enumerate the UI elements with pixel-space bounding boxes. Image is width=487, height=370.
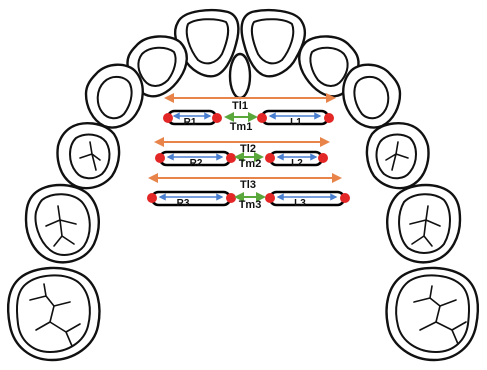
l3-right-dot <box>340 193 350 203</box>
incisive-papilla <box>230 54 250 98</box>
tl3-label: Tl3 <box>240 179 256 191</box>
tooth-upper-left-central-incisor <box>242 10 305 76</box>
l2-left-dot <box>265 153 275 163</box>
r2-label: R2 <box>190 158 203 169</box>
tooth-upper-right-first-molar <box>8 268 99 360</box>
tooth-upper-right-canine <box>86 65 143 128</box>
l2-label: L2 <box>291 158 303 169</box>
l2-right-dot <box>318 153 328 163</box>
tl2-label: Tl2 <box>240 143 256 155</box>
tm3-label: Tm3 <box>239 199 262 211</box>
r2-left-dot <box>155 153 165 163</box>
tooth-upper-right-first-premolar <box>58 123 120 188</box>
tl1-label: Tl1 <box>232 100 248 112</box>
tooth-upper-left-first-molar <box>387 268 478 360</box>
tm1-label: Tm1 <box>230 121 253 133</box>
r3-label: R3 <box>177 198 190 209</box>
bar-r3 <box>152 192 230 205</box>
r1-label: R1 <box>184 117 197 128</box>
tooth-upper-left-first-premolar <box>367 123 429 188</box>
tooth-upper-left-canine <box>343 65 400 128</box>
l1-label: L1 <box>290 117 302 128</box>
l3-left-dot <box>265 193 275 203</box>
r3-left-dot <box>147 193 157 203</box>
l1-right-dot <box>324 113 334 123</box>
tooth-upper-left-second-premolar <box>387 185 460 262</box>
bar-l3 <box>270 192 344 205</box>
r1-left-dot <box>163 113 173 123</box>
measurement-overlay: Tl1 R1 L1 Tm1 Tl2 R2 L2 Tm2 Tl3 R3 <box>147 98 350 211</box>
l3-label: L3 <box>294 198 306 209</box>
r2-right-dot <box>226 153 236 163</box>
r3-right-dot <box>226 193 236 203</box>
tm2-label: Tm2 <box>239 158 262 170</box>
r1-right-dot <box>212 113 222 123</box>
tooth-upper-right-second-premolar <box>26 185 99 262</box>
l1-left-dot <box>257 113 267 123</box>
